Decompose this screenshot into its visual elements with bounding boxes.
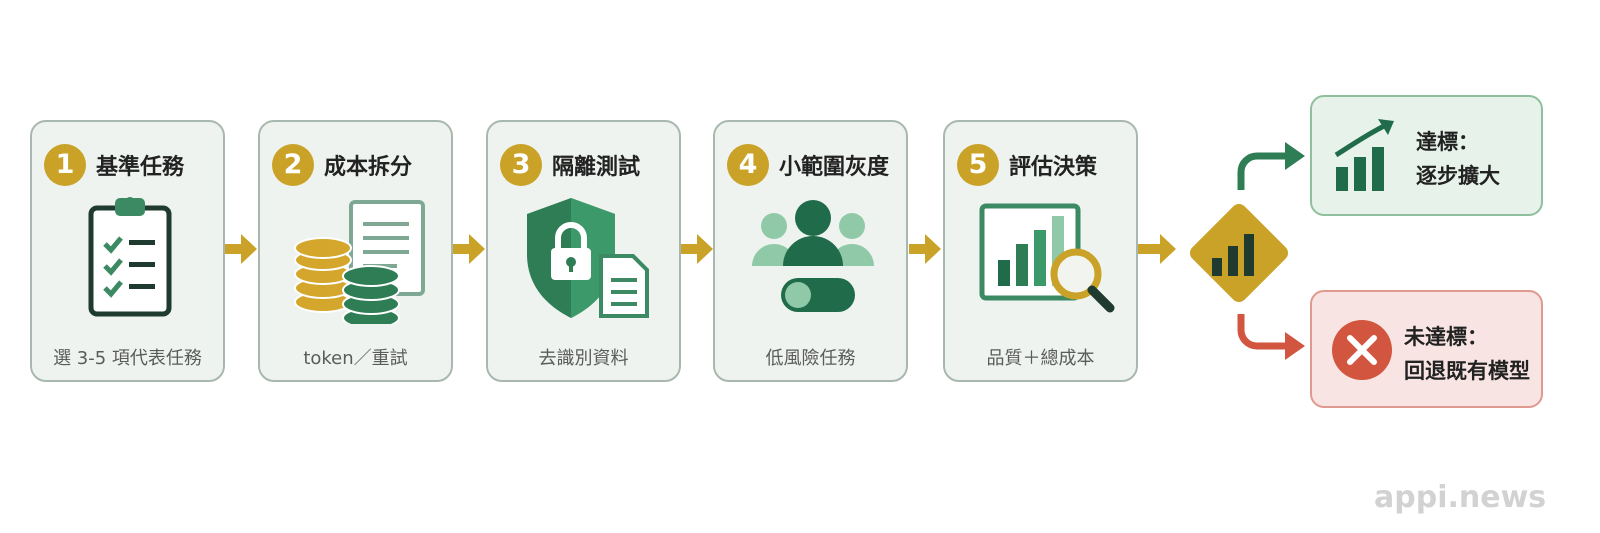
step-caption: 選 3-5 項代表任務 — [53, 348, 202, 369]
step-card-4: 4 小範圍灰度 低風險任務 — [713, 120, 908, 382]
bar-chart-diamond-icon — [1189, 203, 1289, 303]
step-card-1: 1 基準任務 選 3-5 項代表任務 — [30, 120, 225, 382]
success-outcome-box: 達標： 逐步擴大 — [1310, 95, 1543, 216]
success-branch-arrow-icon — [1237, 142, 1305, 190]
step-number-badge: 5 — [957, 144, 999, 186]
success-text: 達標： 逐步擴大 — [1416, 125, 1500, 193]
chart-magnifier-icon — [945, 194, 1140, 330]
flow-arrow-icon — [453, 234, 485, 264]
success-line-2: 逐步擴大 — [1416, 164, 1500, 188]
step-title: 評估決策 — [1009, 155, 1098, 180]
step-title: 基準任務 — [96, 155, 185, 180]
growth-chart-icon — [1334, 119, 1394, 191]
step-caption: token／重試 — [303, 348, 408, 369]
fail-branch-arrow-icon — [1237, 314, 1305, 360]
fail-line-1: 未達標： — [1404, 325, 1488, 349]
step-caption: 低風險任務 — [765, 348, 856, 369]
flow-arrow-icon — [909, 234, 941, 264]
flow-arrow-icon — [225, 234, 257, 264]
step-card-2: 2 成本拆分 token／重試 — [258, 120, 453, 382]
step-number-badge: 3 — [500, 144, 542, 186]
users-toggle-icon — [715, 194, 910, 330]
fail-text: 未達標： 回退既有模型 — [1404, 320, 1530, 388]
clipboard-checklist-icon — [32, 194, 227, 330]
step-title: 成本拆分 — [324, 155, 413, 180]
step-title: 小範圍灰度 — [779, 155, 890, 180]
step-card-3: 3 隔離測試 去識別資料 — [486, 120, 681, 382]
flow-arrow-icon — [1138, 234, 1176, 264]
step-caption: 去識別資料 — [538, 348, 629, 369]
step-caption: 品質＋總成本 — [986, 348, 1095, 369]
coins-document-icon — [260, 194, 455, 330]
step-number-badge: 4 — [727, 144, 769, 186]
step-title: 隔離測試 — [552, 155, 641, 180]
x-circle-icon — [1332, 320, 1392, 380]
step-number-badge: 2 — [272, 144, 314, 186]
watermark-text: appi.news — [1374, 480, 1547, 515]
fail-line-2: 回退既有模型 — [1404, 359, 1530, 383]
flow-arrow-icon — [681, 234, 713, 264]
step-number-badge: 1 — [44, 144, 86, 186]
fail-outcome-box: 未達標： 回退既有模型 — [1310, 290, 1543, 408]
step-card-5: 5 評估決策 品質＋總成本 — [943, 120, 1138, 382]
success-line-1: 達標： — [1416, 130, 1479, 154]
shield-lock-icon — [488, 194, 683, 330]
